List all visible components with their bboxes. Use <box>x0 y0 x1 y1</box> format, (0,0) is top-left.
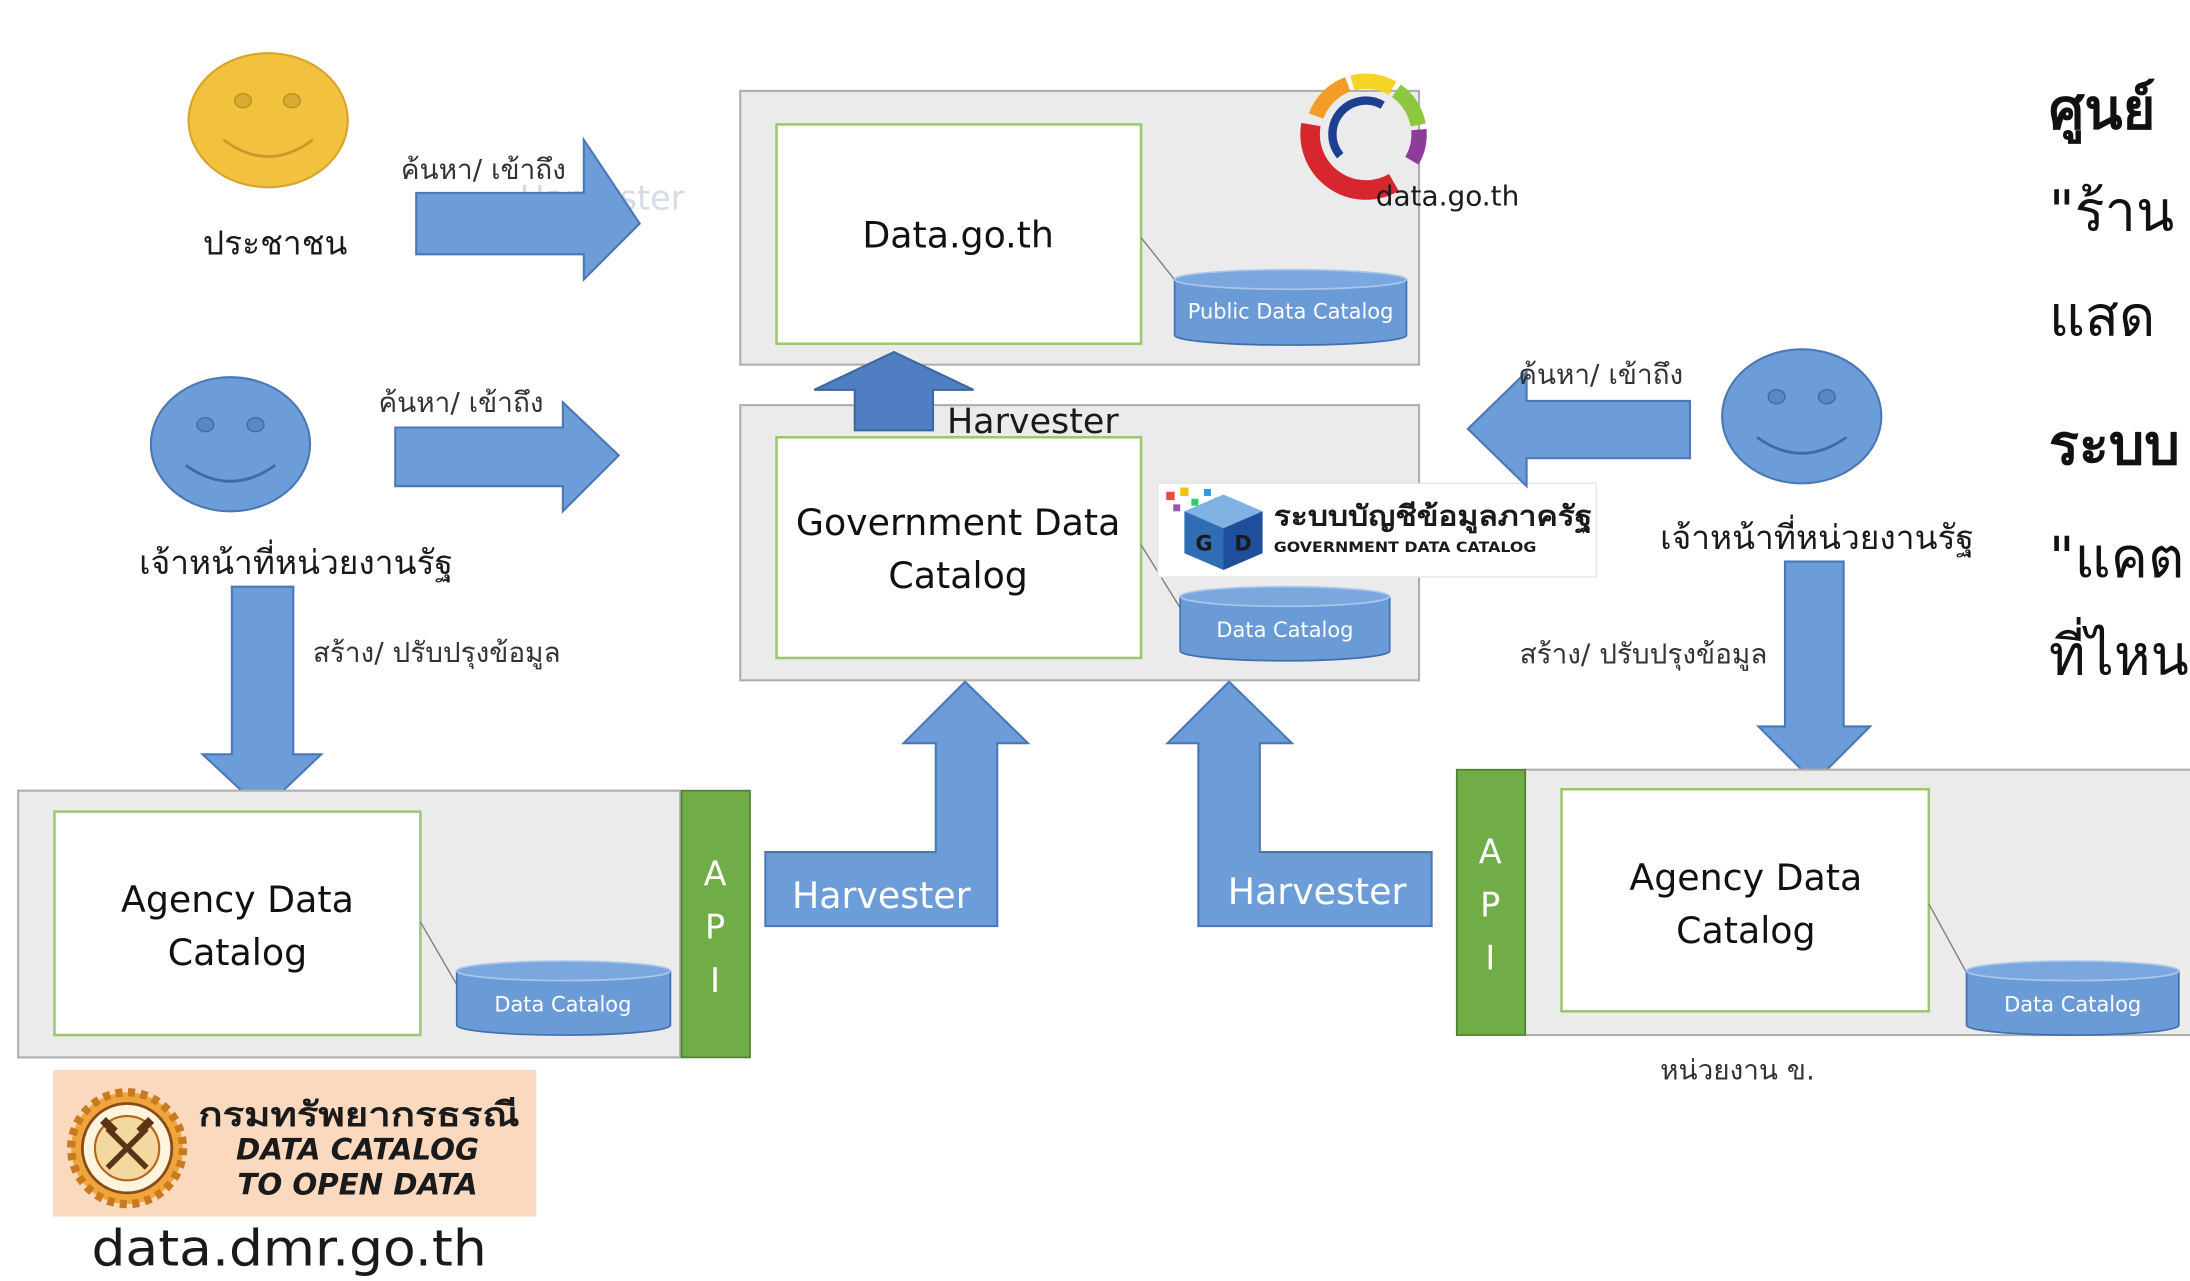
portal-store-label: Public Data Catalog <box>1188 300 1394 324</box>
cylinder-top <box>1179 585 1391 608</box>
gdc-box <box>775 436 1143 660</box>
agency-right-store-cylinder: Data Catalog <box>1965 960 2180 1036</box>
dmr-logo: กรมทรัพยากรธรณี DATA CATALOG TO OPEN DAT… <box>53 1069 537 1217</box>
api-letter: P <box>1480 885 1500 924</box>
api-letter: A <box>1479 832 1502 871</box>
cylinder-top <box>1173 268 1408 291</box>
gdc-logo-letter-g: G <box>1195 531 1212 555</box>
api-bar <box>1455 768 1527 1036</box>
right-arrow-icon <box>394 399 621 514</box>
side-text-line: แสด <box>2049 284 2155 349</box>
gdc-cube-logo: G D ระบบบัญชีข้อมูลภาครัฐ GOVERNMENT DAT… <box>1157 482 1598 578</box>
side-text-line: ที่ไหน <box>2049 617 2189 689</box>
agency-left-store-connector <box>419 921 462 993</box>
official-right-actor: เจ้าหน้าที่หน่วยงานรัฐ <box>1660 348 1974 558</box>
agency-left-api-bar: A P I <box>680 789 751 1059</box>
gdc-node: Government Data Catalog Data Catalog G D… <box>739 404 1598 682</box>
gdc-store-label: Data Catalog <box>1216 618 1353 642</box>
dmr-line2: TO OPEN DATA <box>237 1167 477 1201</box>
agency-left-box <box>53 810 422 1037</box>
citizen-label: ประชาชน <box>203 223 348 262</box>
cylinder-top <box>455 960 672 982</box>
official-left-update-label: สร้าง/ ปรับปรุงข้อมูล <box>313 636 561 670</box>
side-text-line: "แคต <box>2049 526 2184 591</box>
gdc-logo-letter-d: D <box>1234 531 1251 555</box>
side-text-line: "ร้าน <box>2049 180 2174 245</box>
side-text-line: ศูนย์ <box>2049 78 2155 145</box>
cylinder-body <box>455 969 672 1036</box>
agency-right-title-line2: Catalog <box>1676 909 1815 952</box>
gdc-store-cylinder: Data Catalog <box>1179 585 1391 662</box>
agency-left-store-cylinder: Data Catalog <box>455 960 672 1036</box>
official-right-update-arrow: สร้าง/ ปรับปรุงข้อมูล <box>1520 560 1873 784</box>
dmr-url: data.dmr.go.th <box>91 1219 486 1278</box>
harvest-from-right-label: Harvester <box>1228 870 1407 913</box>
api-letter: P <box>705 908 725 947</box>
official-left-label: เจ้าหน้าที่หน่วยงานรัฐ <box>139 539 453 583</box>
agency-right-caption: หน่วยงาน ข. <box>1660 1054 1815 1087</box>
agency-left-title-line2: Catalog <box>168 931 307 974</box>
official-right-access-arrow: ค้นหา/ เข้าถึง <box>1466 358 1692 489</box>
official-left-actor: เจ้าหน้าที่หน่วยงานรัฐ <box>139 376 453 583</box>
harvest-to-portal-arrow: Harvester <box>813 350 1119 442</box>
official-right-access-label: ค้นหา/ เข้าถึง <box>1518 358 1683 391</box>
official-right-label: เจ้าหน้าที่หน่วยงานรัฐ <box>1660 514 1974 558</box>
right-arrow-icon <box>415 136 642 282</box>
portal-store-cylinder: Public Data Catalog <box>1173 268 1408 346</box>
left-arrow-icon <box>1466 369 1692 489</box>
gdc-title-line2: Catalog <box>888 554 1027 597</box>
harvest-from-right-arrow: Harvester <box>1165 680 1433 928</box>
up-arrow-icon <box>813 350 974 432</box>
gdc-logo-subtitle: GOVERNMENT DATA CATALOG <box>1274 540 1537 556</box>
gear-emblem-icon <box>67 1088 188 1209</box>
agency-left-node: Agency Data Catalog Data Catalog A P I <box>17 789 751 1059</box>
down-arrow-icon <box>1755 560 1873 784</box>
official-left-access-label: ค้นหา/ เข้าถึง <box>379 386 544 419</box>
agency-left-title-line1: Agency Data <box>121 878 354 921</box>
cylinder-top <box>1965 960 2180 982</box>
gdc-title-line1: Government Data <box>796 501 1121 544</box>
side-text-block: ศูนย์ "ร้าน แสด ระบบ "แคต ที่ไหน <box>2049 78 2189 689</box>
api-letter: I <box>1485 938 1495 977</box>
up-arrow-icon <box>764 680 1031 928</box>
official-left-access-arrow: ค้นหา/ เข้าถึง <box>379 386 621 514</box>
portal-logo-text: data.go.th <box>1376 179 1520 212</box>
up-arrow-icon <box>1165 680 1433 928</box>
side-text-line: ระบบ <box>2049 413 2180 478</box>
harvest-from-left-label: Harvester <box>792 874 971 917</box>
gdc-logo-title: ระบบบัญชีข้อมูลภาครัฐ <box>1274 499 1592 534</box>
official-right-smiley-icon <box>1721 348 1883 485</box>
official-left-update-arrow: สร้าง/ ปรับปรุงข้อมูล <box>199 585 561 812</box>
api-letter: I <box>710 961 720 1000</box>
data-go-th-ring-logo: data.go.th <box>1300 73 1520 212</box>
agency-right-title-line1: Agency Data <box>1629 856 1862 899</box>
dmr-line1: DATA CATALOG <box>236 1132 479 1166</box>
harvest-to-portal-label: Harvester <box>947 402 1119 442</box>
agency-right-node: Agency Data Catalog Data Catalog A P I ห… <box>1455 768 2190 1087</box>
agency-left-store-label: Data Catalog <box>494 992 631 1016</box>
dmr-title: กรมทรัพยากรธรณี <box>198 1095 519 1134</box>
official-right-update-label: สร้าง/ ปรับปรุงข้อมูล <box>1520 638 1768 672</box>
portal-node: Data.go.th Public Data Catalog data.go.t… <box>739 73 1520 366</box>
api-bar <box>680 789 751 1059</box>
cylinder-body <box>1965 969 2180 1036</box>
citizen-access-label: ค้นหา/ เข้าถึง <box>401 153 566 186</box>
cylinder-body <box>1179 595 1391 662</box>
official-left-smiley-icon <box>149 376 312 513</box>
agency-right-box <box>1560 787 1931 1013</box>
agency-right-store-connector <box>1928 903 1970 979</box>
portal-box <box>775 123 1143 345</box>
agency-right-api-bar: A P I <box>1455 768 1527 1036</box>
gdc-store-connector <box>1140 544 1185 616</box>
agency-right-store-label: Data Catalog <box>2004 992 2141 1016</box>
cylinder-body <box>1173 278 1408 346</box>
harvest-from-left-arrow: Harvester <box>764 680 1031 928</box>
citizen-smiley-icon <box>187 52 349 189</box>
api-letter: A <box>704 855 727 894</box>
citizen-access-arrow: ค้นหา/ เข้าถึง <box>401 136 642 282</box>
portal-title: Data.go.th <box>862 213 1054 256</box>
citizen-actor: ประชาชน <box>187 52 349 262</box>
down-arrow-icon <box>199 585 324 812</box>
